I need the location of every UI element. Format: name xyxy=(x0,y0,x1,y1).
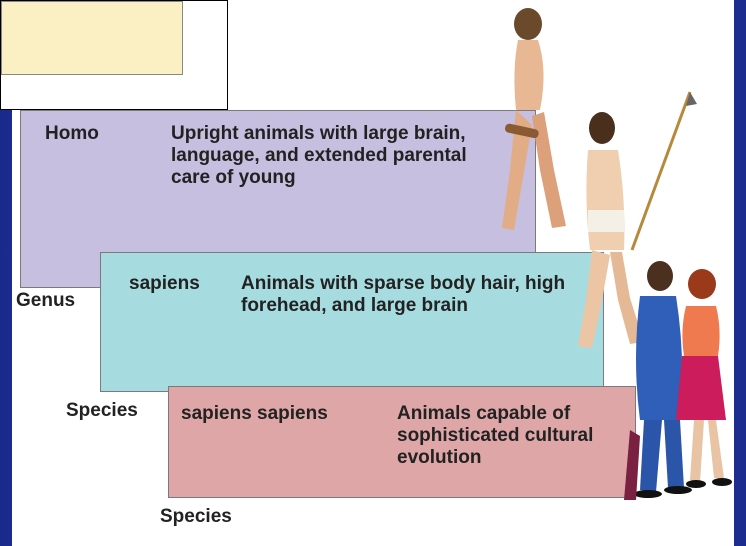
spear-hunter-figure xyxy=(578,92,697,348)
modern-woman-figure xyxy=(676,269,732,488)
note-box-fill xyxy=(1,1,183,75)
note-box xyxy=(0,0,228,110)
early-hominid-figure xyxy=(502,8,566,230)
